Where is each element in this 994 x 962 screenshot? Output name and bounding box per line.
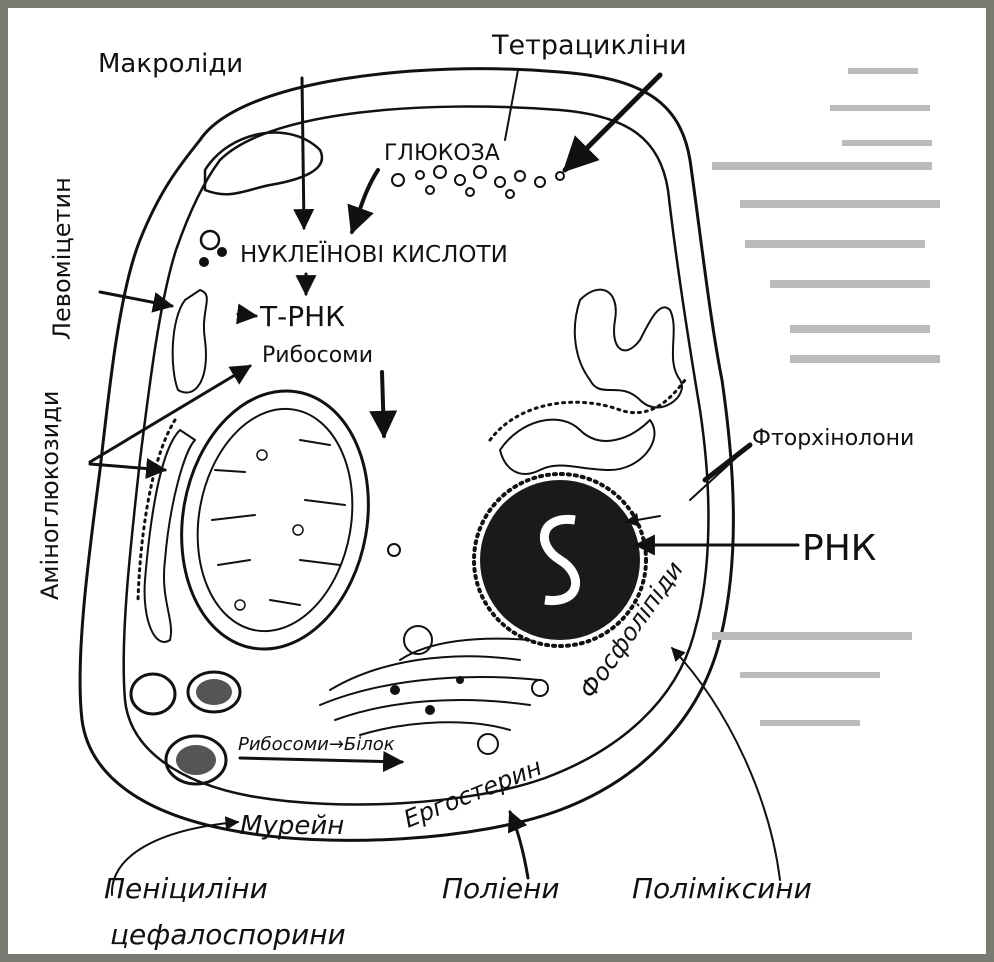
glucose-granules [392, 166, 564, 198]
scan-artifacts [712, 68, 940, 726]
cell-diagram: Макроліди Тетрацикліни ГЛЮКОЗА НУКЛЕЇНОВ… [8, 8, 986, 954]
label-chloramphenicol: Левоміцетин [48, 177, 76, 340]
label-aminoglycosides: Аміноглюкозиди [36, 391, 64, 600]
label-polymyxins: Поліміксини [632, 872, 812, 905]
label-tetracyclines: Тетрацикліни [491, 30, 687, 61]
vesicle [478, 734, 498, 754]
mitochondrion-granule [235, 600, 245, 610]
label-glucose: ГЛЮКОЗА [384, 141, 500, 166]
mitochondrion-inner [181, 397, 370, 644]
label-rna: РНК [802, 528, 876, 569]
label-t-rna: Т-РНК [259, 300, 345, 333]
endoplasmic-reticulum-right-tube [500, 420, 654, 474]
vesicle [532, 680, 548, 696]
label-macrolides: Макроліди [98, 49, 243, 79]
label-cephalosporins: цефалоспорини [110, 918, 346, 951]
endoplasmic-reticulum-right [575, 290, 682, 408]
label-penicillins: Пеніциліни [104, 872, 268, 905]
label-nucleic-acids: НУКЛЕЇНОВІ КИСЛОТИ [240, 240, 508, 268]
endoplasmic-reticulum-left-tube [145, 430, 195, 642]
label-fluoroquinolones: Фторхінолони [752, 426, 914, 451]
granule [201, 231, 219, 249]
label-ribosome-protein: Рибосоми→Білок [238, 734, 395, 755]
granule [425, 705, 435, 715]
endoplasmic-reticulum-left [173, 290, 207, 393]
label-polyenes: Поліени [442, 872, 560, 905]
golgi-apparatus [320, 639, 540, 735]
vesicle [388, 544, 400, 556]
mitochondrion-cristae [212, 440, 345, 605]
inclusion-body-inner [196, 679, 232, 705]
granule [217, 247, 227, 257]
granule [456, 676, 464, 684]
mitochondrion-granule [257, 450, 267, 460]
label-murein: Мурейн [240, 811, 344, 841]
inclusion-body-inner [176, 745, 216, 775]
inclusion-body [131, 674, 175, 714]
granule [199, 257, 209, 267]
label-ribosomes: Рибосоми [262, 343, 373, 368]
granule [390, 685, 400, 695]
mitochondrion-outer [162, 376, 388, 664]
mitochondrion-granule [293, 525, 303, 535]
diagram-sheet: Макроліди Тетрацикліни ГЛЮКОЗА НУКЛЕЇНОВ… [8, 8, 986, 954]
